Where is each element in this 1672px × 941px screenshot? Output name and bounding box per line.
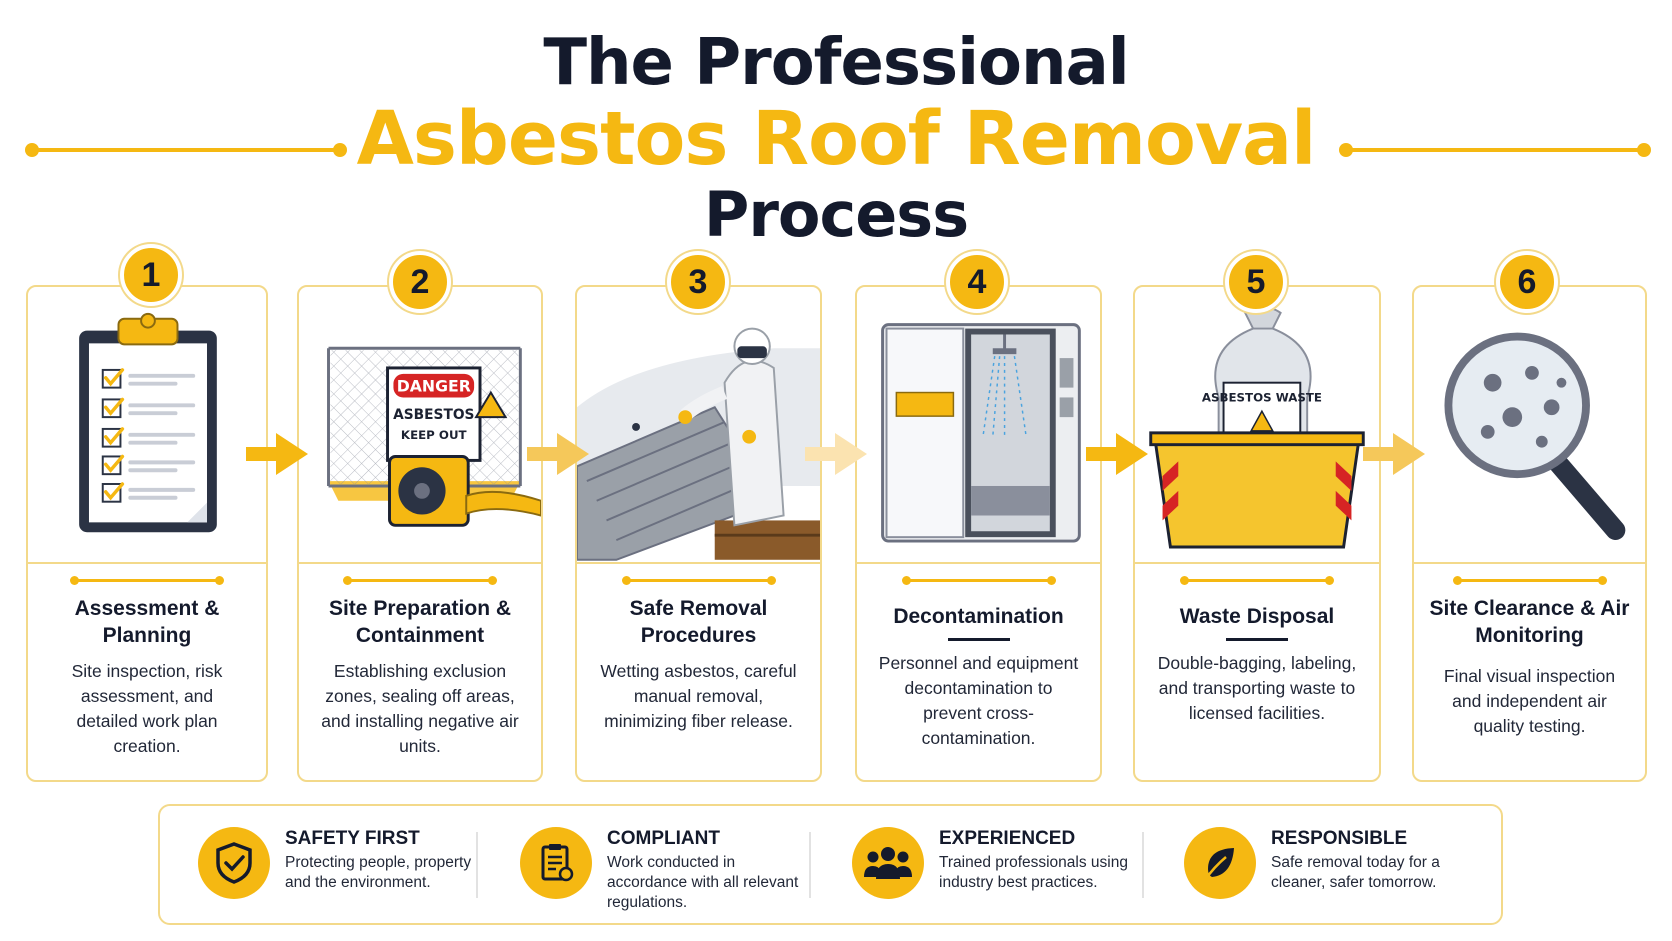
title-accent — [1452, 576, 1607, 585]
step-1-description: Site inspection, risk assessment, and de… — [71, 661, 223, 756]
step-3-card: Safe Removal Procedures Wetting asbestos… — [575, 285, 822, 782]
sign-keep-out-text: KEEP OUT — [401, 428, 467, 442]
step-5-description: Double-bagging, labeling, and transporti… — [1157, 653, 1357, 723]
step-3-number-badge: 3 — [667, 251, 729, 313]
card-divider — [577, 562, 820, 564]
step-1-title: Assessment & Planning — [74, 597, 220, 647]
features-bar: SAFETY FIRST Protecting people, property… — [158, 804, 1503, 925]
card-divider — [28, 562, 266, 564]
title-accent — [621, 576, 776, 585]
title-accent — [70, 576, 224, 585]
decoration-dot — [333, 143, 347, 157]
step-2-number-badge: 2 — [389, 251, 451, 313]
step-6-card: Site Clearance & Air Monitoring Final vi… — [1412, 285, 1647, 782]
feature-title: SAFETY FIRST — [285, 828, 420, 849]
team-icon — [852, 827, 924, 899]
step-4-card: Decontamination Personnel and equipment … — [855, 285, 1102, 782]
feature-compliant: COMPLIANT Work conducted in accordance w… — [482, 806, 812, 923]
step-3-description: Wetting asbestos, careful manual removal… — [600, 661, 797, 731]
step-2-description: Establishing exclusion zones, sealing of… — [321, 661, 519, 756]
feature-description: Trained professionals using industry bes… — [939, 854, 1128, 891]
shield-check-icon — [198, 827, 270, 899]
arrow-right-icon — [1363, 433, 1425, 475]
title-line-2: Asbestos Roof Removal — [356, 96, 1317, 182]
step-1-card: Assessment & Planning Site inspection, r… — [26, 285, 268, 782]
fence-danger-sign-icon: DANGER ASBESTOS KEEP OUT — [327, 346, 541, 527]
step-6-description: Final visual inspection and independent … — [1443, 666, 1616, 736]
feature-experienced: EXPERIENCED Trained professionals using … — [814, 806, 1144, 923]
feature-responsible: RESPONSIBLE Safe removal today for a cle… — [1146, 806, 1476, 923]
clipboard-checklist-icon — [79, 312, 217, 533]
worker-removing-roof-icon — [577, 327, 820, 561]
feature-title: RESPONSIBLE — [1271, 828, 1408, 849]
feature-separator — [1142, 832, 1144, 898]
step-1-number-badge: 1 — [120, 244, 182, 306]
card-divider — [299, 562, 541, 564]
feature-title: EXPERIENCED — [939, 828, 1076, 849]
sign-asbestos-text: ASBESTOS — [393, 407, 474, 423]
step-2-title: Site Preparation & Containment — [328, 597, 512, 647]
decoration-dot — [1637, 143, 1651, 157]
step-6-number-badge: 6 — [1496, 251, 1558, 313]
step-3-title: Safe Removal Procedures — [629, 597, 768, 647]
card-divider — [857, 562, 1100, 564]
step-6-title: Site Clearance & Air Monitoring — [1429, 597, 1630, 647]
step-5-number-badge: 5 — [1225, 251, 1287, 313]
feature-title: COMPLIANT — [607, 828, 720, 849]
decoration-dot — [1339, 143, 1353, 157]
feature-description: Safe removal today for a cleaner, safer … — [1271, 854, 1440, 891]
title-accent — [343, 576, 497, 585]
arrow-right-icon — [527, 433, 589, 475]
step-2-card: DANGER ASBESTOS KEEP OUT Site Preparatio… — [297, 285, 543, 782]
step-5-title: Waste Disposal — [1179, 604, 1335, 628]
title-line-1: The Professional — [543, 26, 1129, 100]
decontamination-unit-icon — [881, 323, 1081, 543]
card-divider — [1135, 562, 1379, 564]
title-underline — [947, 638, 1010, 641]
title-accent — [901, 576, 1056, 585]
step-4-description: Personnel and equipment decontamination … — [878, 653, 1079, 748]
step-4-title: Decontamination — [893, 604, 1064, 628]
feature-separator — [809, 832, 811, 898]
arrow-right-icon — [805, 433, 867, 475]
feature-description: Protecting people, property and the envi… — [285, 854, 472, 891]
arrow-right-icon — [1086, 433, 1148, 475]
title-decoration-right — [1344, 148, 1644, 152]
title-underline — [1226, 638, 1288, 641]
feature-description: Work conducted in accordance with all re… — [607, 854, 799, 911]
title-accent — [1180, 576, 1334, 585]
step-4-number-badge: 4 — [946, 251, 1008, 313]
feature-separator — [476, 832, 478, 898]
sign-danger-text: DANGER — [397, 377, 471, 396]
document-seal-icon — [520, 827, 592, 899]
title-decoration-left — [30, 148, 340, 152]
step-5-card: ASBESTOS WASTE Waste Disposal Double-bag… — [1133, 285, 1381, 782]
bag-label-text: ASBESTOS WASTE — [1202, 390, 1322, 404]
leaf-icon — [1184, 827, 1256, 899]
magnifier-fibers-icon — [1444, 332, 1626, 540]
feature-safety-first: SAFETY FIRST Protecting people, property… — [160, 806, 490, 923]
card-divider — [1414, 562, 1645, 564]
waste-skip-bag-icon: ASBESTOS WASTE — [1149, 305, 1365, 549]
title-line-3: Process — [703, 178, 969, 251]
decoration-dot — [25, 143, 39, 157]
arrow-right-icon — [246, 433, 308, 475]
